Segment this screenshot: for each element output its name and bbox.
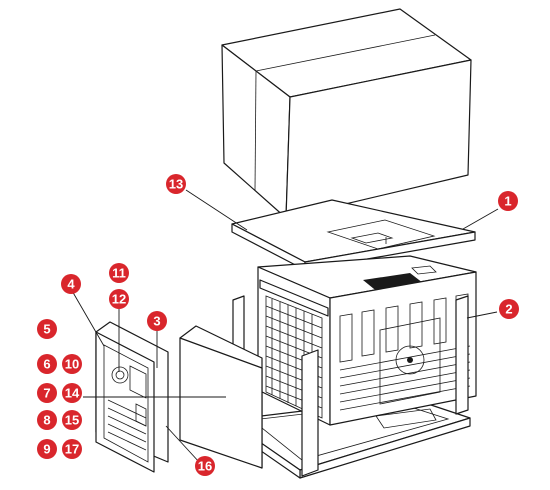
callout-15: 15 bbox=[62, 410, 82, 430]
callout-12: 12 bbox=[109, 289, 129, 309]
callout-10-label: 10 bbox=[65, 357, 79, 372]
air-conditioner-unit bbox=[257, 255, 477, 426]
callout-8: 8 bbox=[37, 410, 57, 430]
callout-4: 4 bbox=[61, 274, 81, 294]
callout-11: 11 bbox=[109, 263, 129, 283]
callout-10: 10 bbox=[62, 354, 82, 374]
callout-5-label: 5 bbox=[43, 322, 50, 337]
callout-2-label: 2 bbox=[505, 302, 512, 317]
callout-14: 14 bbox=[62, 383, 82, 403]
callout-1: 1 bbox=[498, 191, 518, 211]
callout-6-label: 6 bbox=[43, 357, 50, 372]
callout-13-label: 13 bbox=[169, 177, 183, 192]
top-foam-cap bbox=[231, 199, 476, 271]
callout-7: 7 bbox=[37, 383, 57, 403]
callout-17-label: 17 bbox=[65, 442, 79, 457]
callout-13: 13 bbox=[166, 174, 186, 194]
callout-16-label: 16 bbox=[198, 459, 212, 474]
leader-lines bbox=[70, 189, 499, 464]
callout-5: 5 bbox=[37, 319, 57, 339]
shipping-carton bbox=[221, 8, 472, 219]
callout-9-label: 9 bbox=[43, 442, 50, 457]
callout-3: 3 bbox=[147, 311, 167, 331]
callout-15-label: 15 bbox=[65, 413, 79, 428]
callout-4-label: 4 bbox=[67, 277, 75, 292]
callout-9: 9 bbox=[37, 439, 57, 459]
callout-2: 2 bbox=[499, 299, 519, 319]
callout-8-label: 8 bbox=[43, 413, 50, 428]
callout-17: 17 bbox=[62, 439, 82, 459]
callout-12-label: 12 bbox=[112, 292, 126, 307]
front-panel-assembly bbox=[95, 321, 169, 473]
callout-7-label: 7 bbox=[43, 386, 50, 401]
callout-3-label: 3 bbox=[153, 314, 160, 329]
callout-16: 16 bbox=[195, 456, 215, 476]
callout-6: 6 bbox=[37, 354, 57, 374]
callout-14-label: 14 bbox=[65, 386, 80, 401]
callout-1-label: 1 bbox=[504, 194, 511, 209]
callout-11-label: 11 bbox=[112, 266, 126, 281]
